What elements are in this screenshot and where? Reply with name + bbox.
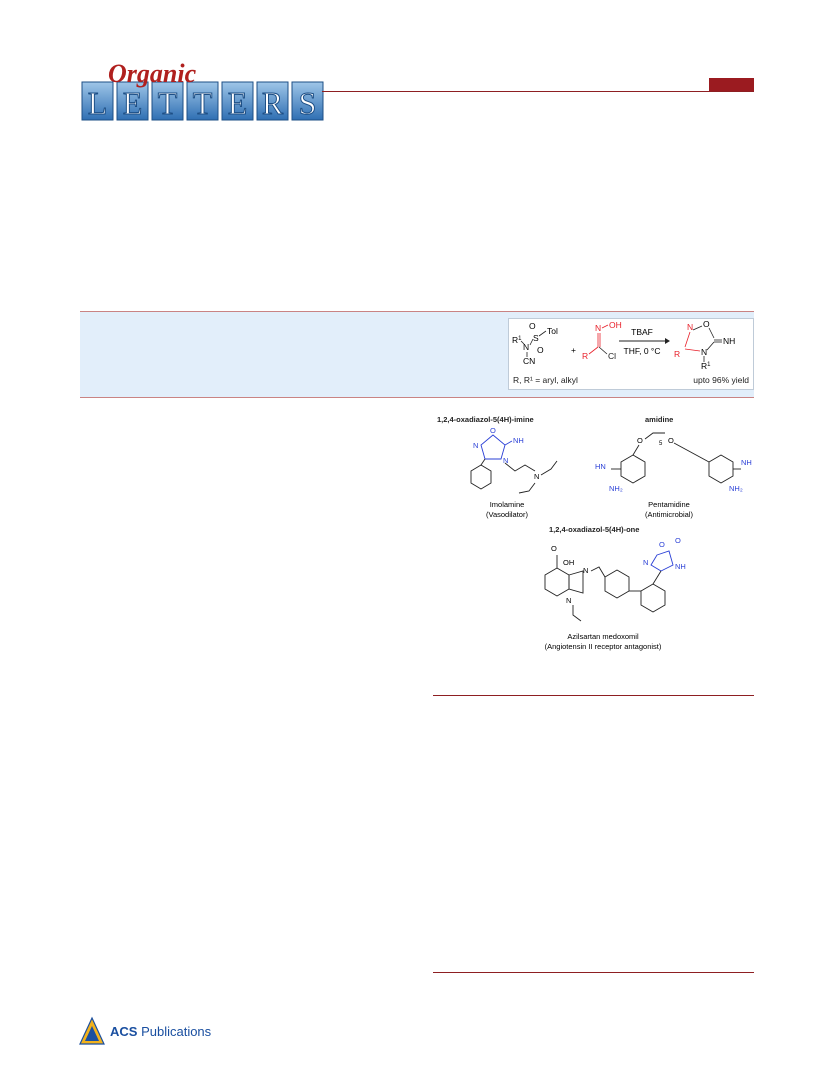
nh2-label: NH₂ [609,484,623,493]
heading-imine: 1,2,4-oxadiazol-5(4H)-imine [437,415,534,424]
o-atom: O [637,436,643,445]
n-atom: N [701,347,707,357]
logo-letter: R [262,85,284,121]
imolamine-use: (Vasodilator) [486,510,528,519]
o-atom: O [537,345,544,355]
n-atom: N [643,558,648,567]
o-atom: O [668,436,674,445]
repeat-count: 5 [659,441,663,447]
nh-label: NH [741,458,752,467]
heading-amidine: amidine [645,415,674,424]
r1-label: R1 [701,361,711,371]
imolamine-name: Imolamine [490,500,525,509]
arrow-conditions: THF, 0 °C [624,346,661,356]
logo-script: Organic [108,59,197,88]
azilsartan-structure: N N O OH O O NH N [544,536,686,622]
column-rule-top [433,695,754,696]
o-atom: O [490,426,496,435]
logo-letter: S [299,85,317,121]
logo-letter: T [158,85,178,121]
cl-label: Cl [608,351,616,361]
s-atom: S [533,333,539,343]
logo-letter: T [193,85,213,121]
toc-yield-caption: upto 96% yield [693,375,749,385]
publisher-name: ACS Publications [110,1024,212,1039]
toc-scope-caption: R, R¹ = aryl, alkyl [513,375,578,385]
n-atom: N [473,441,478,450]
azilsartan-use: (Angiotensin II receptor antagonist) [545,642,662,651]
tol-label: Tol [547,326,558,336]
logo-letter: E [228,85,248,121]
publisher-logo: ACS Publications [78,1016,218,1046]
o-atom: O [659,540,665,549]
oh-label: OH [609,320,622,330]
oh-label: OH [563,558,574,567]
toc-graphic: R1 N CN S O O Tol + N OH R Cl TBAF [508,318,754,390]
nitrile-label: CN [523,356,535,366]
o-atom: O [529,321,536,331]
logo-letter: E [123,85,143,121]
logo-tiles [81,81,324,121]
column-rule-bottom [433,972,754,973]
n-atom: N [534,472,539,481]
azilsartan-name: Azilsartan medoxomil [567,632,639,641]
product-oxadiazol-imine: N O NH R N R1 [674,319,735,371]
nh-label: NH [723,336,735,346]
pentamidine-name: Pentamidine [648,500,690,509]
header-rule [322,91,754,92]
n-atom: N [583,566,588,575]
o-atom: O [551,544,557,553]
arrow-reagent: TBAF [631,327,653,337]
header-accent-tab [709,78,754,91]
acs-emblem-icon [79,1016,105,1045]
n-atom: N [523,342,529,352]
n-atom: N [566,596,571,605]
pentamidine-structure: O O 5 HN NH₂ NH NH₂ [595,432,752,493]
nh2-label: NH₂ [729,484,743,493]
nh-label: NH [675,562,686,571]
journal-logo: L E T T E R S Organic [80,58,325,124]
r-label: R [582,351,588,361]
o-atom: O [703,319,710,329]
reaction-arrow [665,338,670,344]
nh-label: NH [513,436,524,445]
r1-label: R1 [512,335,522,345]
reagent-sulfonamide: R1 N CN S O O Tol [512,321,558,366]
pentamidine-use: (Antimicrobial) [645,510,693,519]
logo-letter: L [88,85,108,121]
n-atom: N [595,323,601,333]
r-label: R [674,349,680,359]
imolamine-structure: O N N NH N [470,426,558,494]
o-atom: O [675,536,681,545]
n-atom: N [687,322,693,332]
heading-oxadiazolone: 1,2,4-oxadiazol-5(4H)-one [549,525,640,534]
hn-label: HN [595,462,606,471]
reagent-hydroximoyl-chloride: N OH R Cl [582,320,622,361]
n-atom: N [503,456,508,465]
plus-sign: + [571,345,576,355]
figure-structures: 1,2,4-oxadiazol-5(4H)-imine amidine O N … [433,415,753,655]
